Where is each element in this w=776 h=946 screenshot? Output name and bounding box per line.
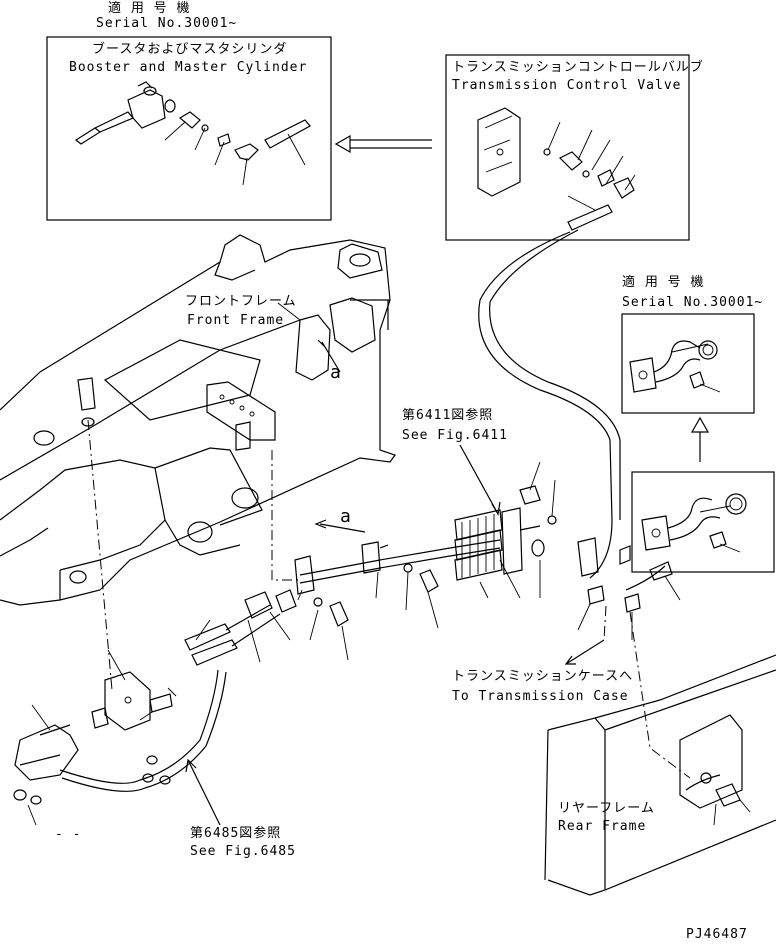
serial-right-jp: 適 用 号 機 [622,274,704,290]
dash-line-down [603,605,607,641]
dash-line-front [87,419,113,691]
up-arrow [690,416,710,462]
fig6411-jp: 第6411図参照 [402,407,493,423]
clip-right [577,537,599,577]
fig6411-en: See Fig.6411 [402,428,508,443]
drawing-code: PJ46487 [686,927,748,942]
right-leaders [577,575,681,640]
front-frame-leader [277,302,301,321]
front-frame-drawing [0,234,396,606]
lower-detail-drawing [641,493,747,553]
booster-title-en: Booster and Master Cylinder [69,60,307,75]
booster-cylinder-drawing [74,81,311,186]
serial-top-en: Serial No.30001~ [96,16,237,31]
booster-lower-drawing [13,649,227,826]
hose-right [625,565,666,591]
dash-line-rear [629,611,691,779]
fig6411-arrow [459,444,501,516]
dash-mark: - - [55,827,81,842]
rear-frame-jp: リヤーフレーム [558,801,655,816]
serial-detail-frame [621,313,755,414]
serial-right-en: Serial No.30001~ [622,295,763,310]
dash-line-mid [271,450,300,581]
lower-detail-frame [631,471,775,573]
serial-detail-drawing [629,340,721,393]
front-frame-en: Front Frame [187,313,284,328]
pipe-from-tcv-2 [489,229,621,520]
rear-frame-drawing [544,654,776,896]
fig6485-en: See Fig.6485 [190,844,296,859]
fig6485-arrow [185,758,221,826]
trans-case-jp: トランスミッションケースへ [452,669,633,684]
tcv-inset-frame [445,54,690,241]
trans-case-en: To Transmission Case [452,689,629,704]
hose-fitting-right [649,561,673,581]
detail-a-inset-label: a [330,362,342,383]
transfer-arrow-left [334,134,432,154]
booster-title-jp: ブースタおよびマスタシリンダ [92,41,287,57]
bracket-right [587,585,605,605]
main-pipe-run [184,461,557,666]
serial-top-jp: 適 用 号 機 [108,0,190,16]
detail-a-arrow-inset [317,339,341,373]
booster-inset-frame [46,36,332,221]
fig6485-jp: 第6485図参照 [190,825,281,841]
clip-right-2 [619,545,631,565]
tcv-title-en: Transmission Control Valve [452,78,682,93]
detail-a-main-label: a [340,506,352,527]
detail-a-arrow-main [314,519,366,533]
bracket-right-2 [624,593,641,613]
front-frame-jp: フロントフレーム [185,294,297,309]
pipe-from-tcv [478,231,613,579]
tcv-title-jp: トランスミッションコントロールバルブ [452,59,704,75]
tcv-drawing [477,107,636,231]
rear-frame-en: Rear Frame [558,819,646,834]
trans-case-arrow [564,639,605,665]
